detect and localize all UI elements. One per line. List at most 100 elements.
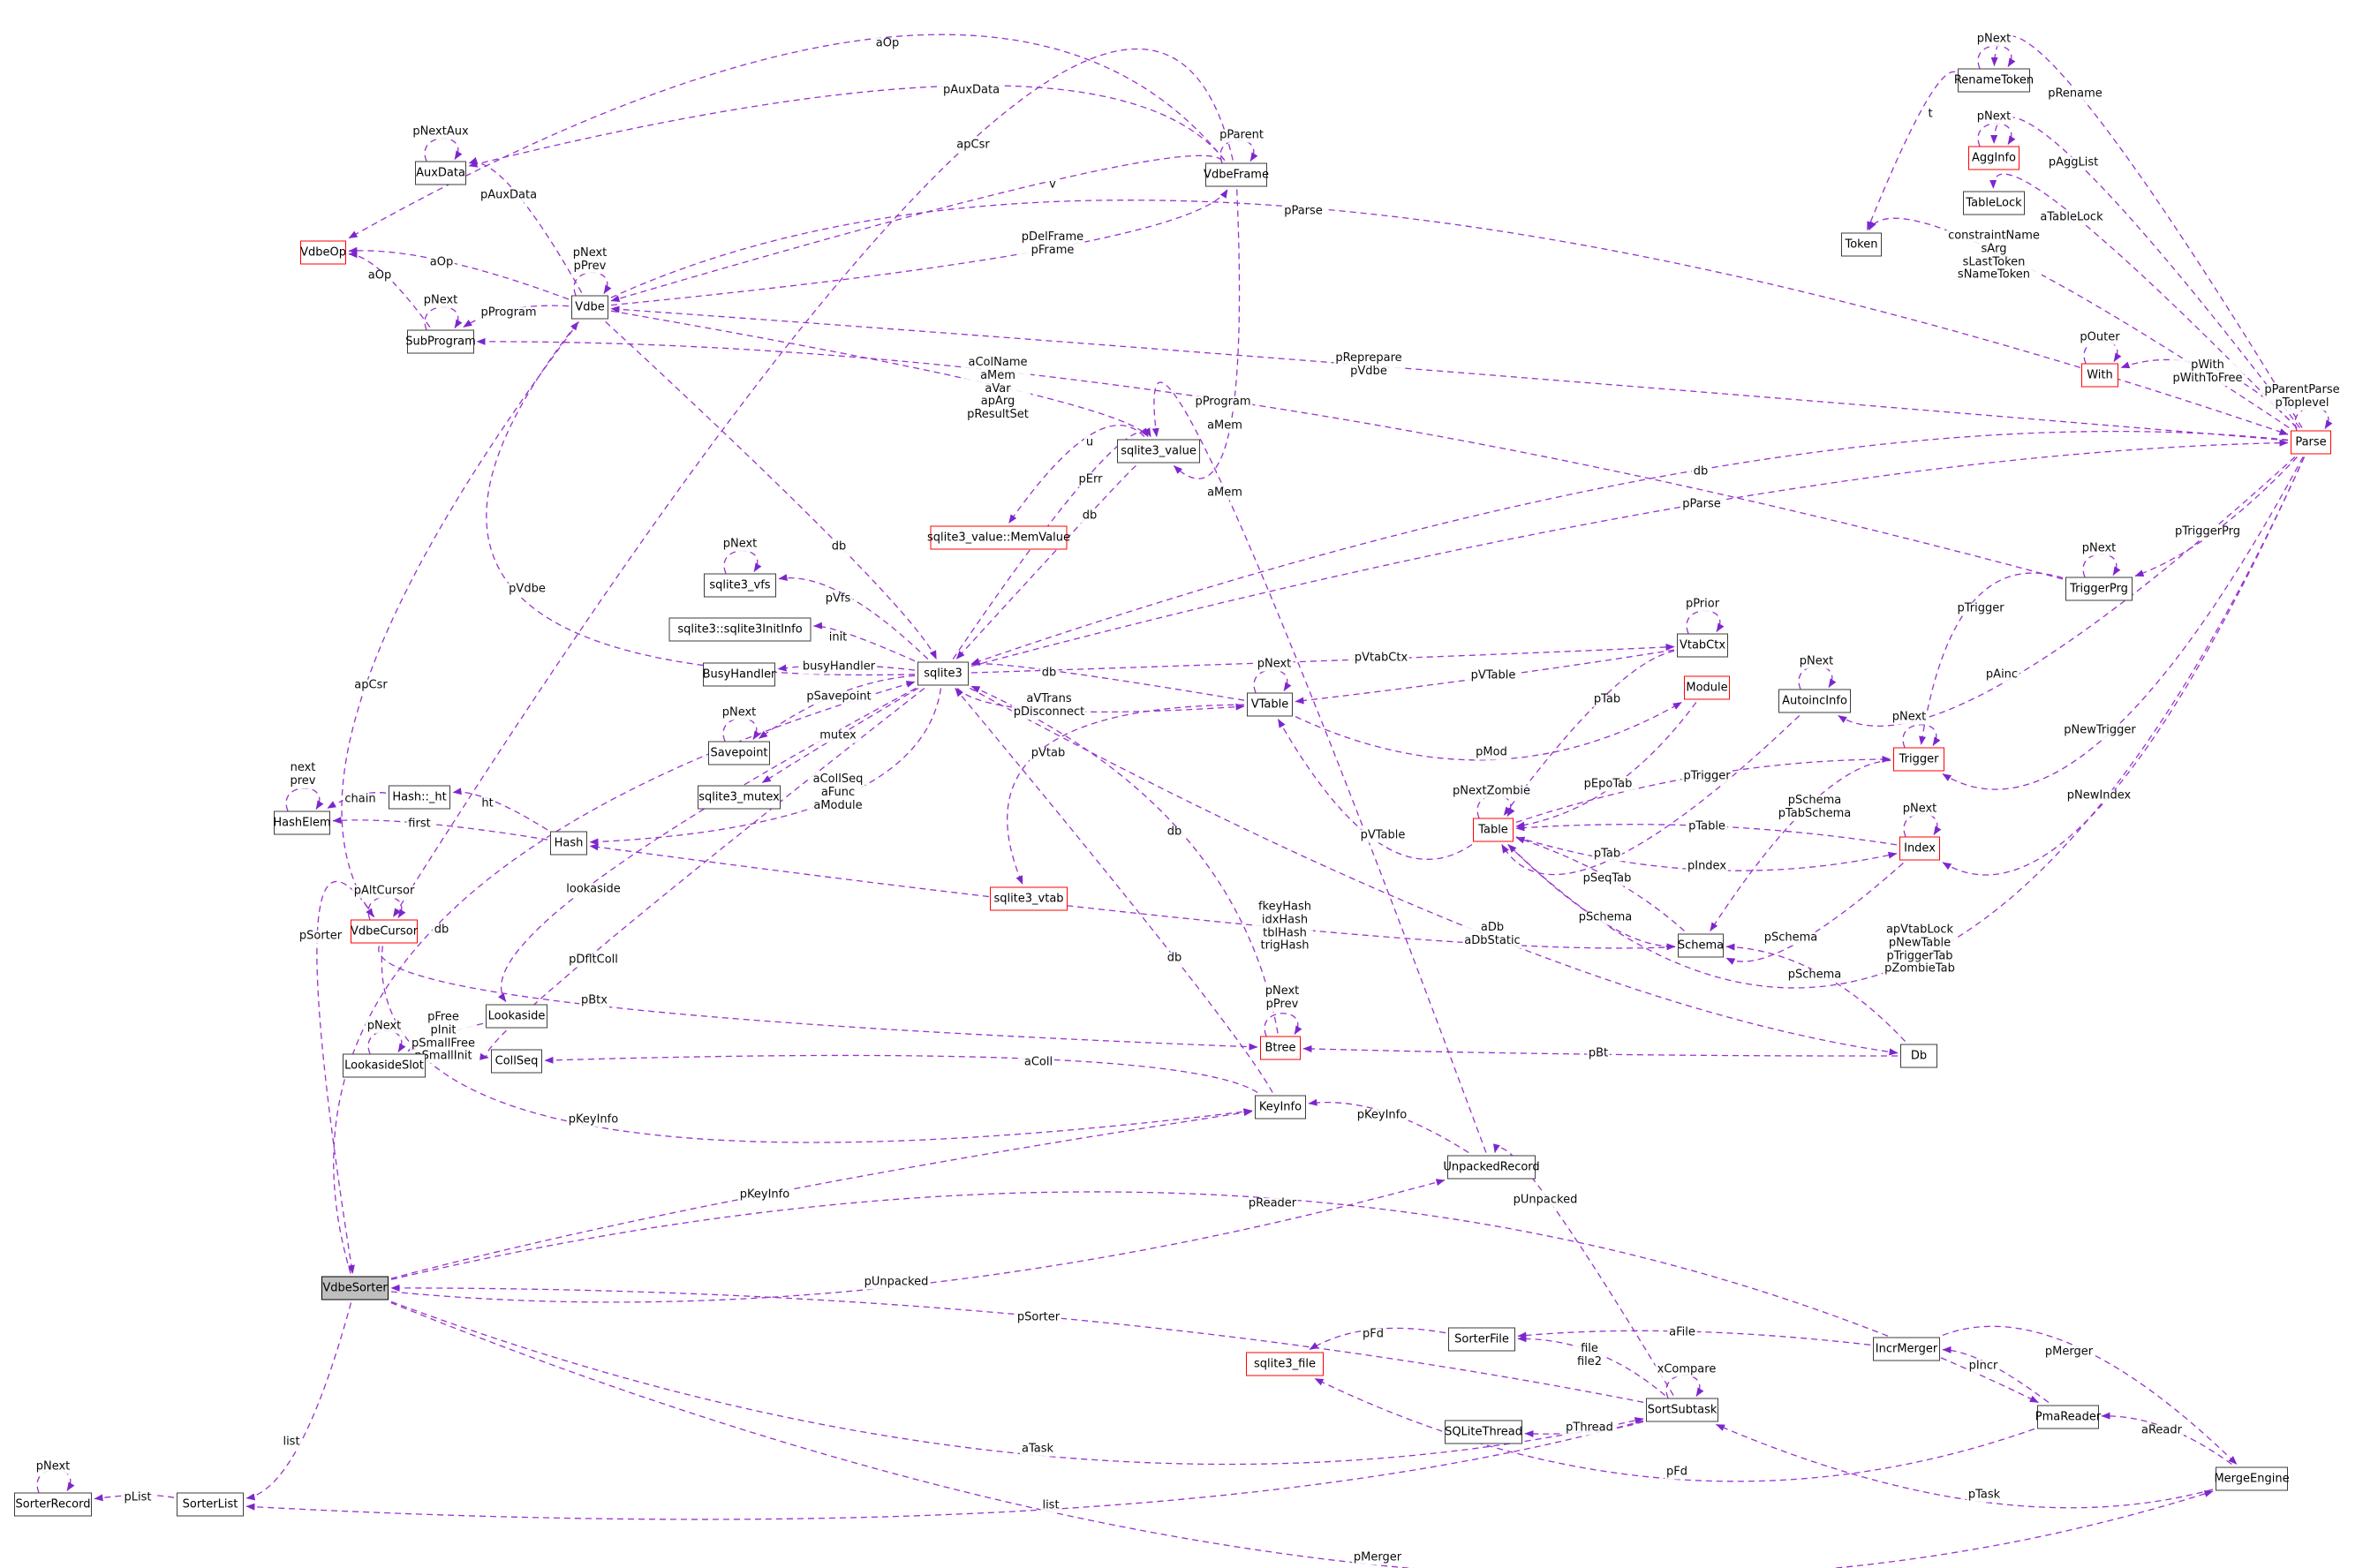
node-Hash_ht[interactable]: Hash::_ht (389, 785, 450, 810)
node-sqlite3_vfs[interactable]: sqlite3_vfs (704, 573, 776, 598)
node-sqlite3_value[interactable]: sqlite3_value (1117, 439, 1200, 464)
node-Db[interactable]: Db (1900, 1044, 1937, 1068)
edge-SubProgram-VdbeOp-24 (348, 251, 431, 328)
edge-label-aColl: aColl (1022, 1055, 1055, 1070)
edge-label-pNext: pNext (2080, 541, 2118, 556)
edge-Vdbe-SubProgram-28 (463, 305, 570, 328)
edge-label-pParentParse: pParentParse pToplevel (2262, 383, 2342, 411)
edge-UnpackedRecord-sqlite3_value-36 (1151, 381, 1487, 1153)
edge-label-pTriggerPrg: pTriggerPrg (2172, 524, 2243, 539)
node-VdbeSorter[interactable]: VdbeSorter (321, 1276, 389, 1300)
edge-Savepoint-Savepoint-9 (722, 718, 761, 742)
node-SubProgram[interactable]: SubProgram (405, 329, 476, 354)
node-KeyInfo[interactable]: KeyInfo (1255, 1095, 1306, 1119)
node-HashElem[interactable]: HashElem (273, 810, 331, 835)
edge-label-pAuxData: pAuxData (940, 83, 1002, 98)
node-Hash[interactable]: Hash (550, 831, 587, 856)
edge-label-pFd: pFd (1361, 1327, 1385, 1342)
node-SorterRecord[interactable]: SorterRecord (14, 1492, 92, 1517)
edge-label-pAinc: pAinc (1983, 667, 2020, 682)
node-TableLock[interactable]: TableLock (1963, 191, 2025, 215)
edge-HashElem-HashElem-17 (285, 788, 324, 811)
node-PmaReader[interactable]: PmaReader (2035, 1405, 2101, 1429)
edge-label-aTableLock: aTableLock (2038, 210, 2105, 225)
node-With[interactable]: With (2081, 363, 2118, 388)
node-VTable[interactable]: VTable (1247, 692, 1293, 717)
edge-label-pUnpacked: pUnpacked (862, 1275, 931, 1290)
node-AutoincInfo[interactable]: AutoincInfo (1778, 689, 1851, 713)
edge-label-pTrigger: pTrigger (1681, 769, 1733, 784)
node-SorterFile[interactable]: SorterFile (1448, 1327, 1515, 1352)
edge-label-pNext: pNext pPrev (570, 246, 609, 274)
edge-Parse-Parse-3 (2294, 407, 2333, 431)
node-Parse[interactable]: Parse (2291, 430, 2331, 455)
node-Index[interactable]: Index (1899, 836, 1940, 861)
edge-label-pProgram: pProgram (1193, 395, 1253, 410)
node-sqlite3_file[interactable]: sqlite3_file (1246, 1352, 1324, 1376)
node-UnpackedRecord[interactable]: UnpackedRecord (1443, 1155, 1540, 1180)
node-Table[interactable]: Table (1473, 818, 1514, 842)
node-SortSubtask[interactable]: SortSubtask (1646, 1398, 1718, 1422)
edge-label-pBtx: pBtx (579, 993, 609, 1008)
node-Module[interactable]: Module (1684, 675, 1730, 700)
edge-label-pTab: pTab (1591, 692, 1623, 707)
edge-sqlite3-sqlite3_mutex-46 (761, 687, 919, 784)
node-InitInfo[interactable]: sqlite3::sqlite3InitInfo (668, 617, 812, 642)
edge-label-pDelFrame: pDelFrame pFrame (1019, 230, 1086, 258)
edge-SortSubtask-SorterFile-106 (1517, 1335, 1666, 1396)
edge-Btree-sqlite3-93 (970, 685, 1279, 1034)
node-VtabCtx[interactable]: VtabCtx (1677, 633, 1728, 658)
node-TriggerPrg[interactable]: TriggerPrg (2065, 577, 2133, 601)
edge-Parse-Token-85 (1869, 217, 2290, 429)
node-BusyHandler[interactable]: BusyHandler (703, 662, 775, 687)
node-VdbeCursor[interactable]: VdbeCursor (351, 919, 418, 944)
node-Schema[interactable]: Schema (1678, 933, 1724, 958)
edge-Parse-Index-81 (1942, 456, 2306, 876)
edge-label-first: first (406, 817, 433, 832)
node-sqlite3_mutex[interactable]: sqlite3_mutex (698, 785, 781, 810)
node-AggInfo[interactable]: AggInfo (1968, 146, 2019, 170)
edge-label-file: file file2 (1574, 1342, 1604, 1369)
edge-VtabCtx-VtabCtx-11 (1686, 610, 1725, 634)
edge-Trigger-Trigger-13 (1902, 724, 1941, 748)
node-MemValue[interactable]: sqlite3_value::MemValue (927, 525, 1070, 550)
node-LookasideSlot[interactable]: LookasideSlot (343, 1053, 426, 1078)
edge-label-pUnpacked: pUnpacked (1511, 1193, 1580, 1208)
node-sqlite3[interactable]: sqlite3 (917, 661, 969, 686)
node-VdbeOp[interactable]: VdbeOp (300, 240, 346, 265)
node-IncrMerger[interactable]: IncrMerger (1873, 1337, 1940, 1361)
edge-label-pRename: pRename (2046, 87, 2104, 102)
node-sqlite3_vtab[interactable]: sqlite3_vtab (990, 886, 1068, 911)
node-CollSeq[interactable]: CollSeq (491, 1049, 542, 1074)
edge-Hash-HashElem-49 (332, 817, 548, 841)
node-SQLiteThread[interactable]: SQLiteThread (1445, 1420, 1522, 1444)
node-VdbeFrame[interactable]: VdbeFrame (1204, 162, 1269, 187)
edge-label-aOp: aOp (873, 36, 902, 51)
edge-label-pTrigger: pTrigger (1955, 601, 2006, 616)
edge-label-pOuter: pOuter (2078, 330, 2122, 345)
node-Lookaside[interactable]: Lookaside (486, 1004, 547, 1029)
edge-sqlite3-CollSeq-54 (479, 687, 925, 1060)
node-Vdbe[interactable]: Vdbe (571, 295, 608, 320)
edge-label-pSchema: pSchema pTabSchema (1776, 794, 1853, 821)
edge-label-pSchema: pSchema (1762, 931, 1820, 946)
edge-PmaReader-sqlite3_file-109 (1314, 1377, 2035, 1482)
node-Token[interactable]: Token (1841, 232, 1882, 257)
edge-sqlite3-Parse-90 (970, 439, 2289, 667)
node-Trigger[interactable]: Trigger (1893, 747, 1944, 772)
node-MergeEngine[interactable]: MergeEngine (2214, 1466, 2290, 1491)
edge-label-v: v (1047, 177, 1058, 192)
node-AuxData[interactable]: AuxData (415, 161, 466, 185)
edge-label-pNext: pNext (34, 1459, 72, 1474)
edge-Trigger-Schema-70 (1710, 759, 1891, 931)
edge-label-pErr: pErr (1076, 472, 1105, 487)
edge-label-ht: ht (479, 796, 495, 811)
node-Savepoint[interactable]: Savepoint (708, 741, 770, 765)
node-RenameToken[interactable]: RenameToken (1954, 68, 2034, 93)
node-SorterList[interactable]: SorterList (177, 1492, 244, 1517)
edge-label-db: db (1165, 951, 1184, 966)
edge-label-init: init (827, 630, 849, 645)
node-Btree[interactable]: Btree (1260, 1036, 1301, 1060)
edge-label-pSchema: pSchema (1576, 910, 1634, 925)
